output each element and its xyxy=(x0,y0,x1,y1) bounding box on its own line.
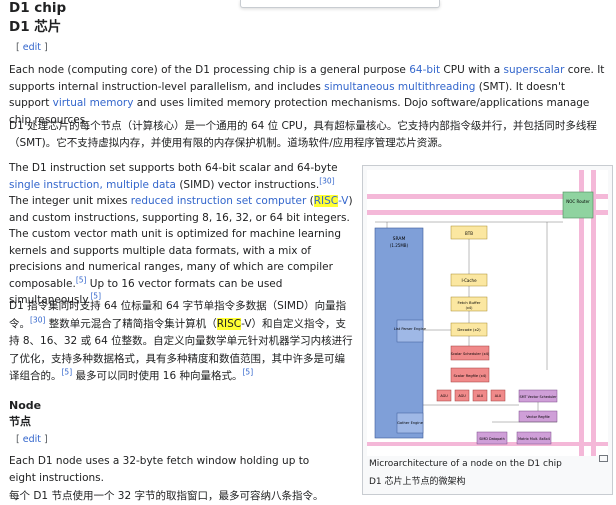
sram-size-label: (1.25MB) xyxy=(390,243,409,248)
bus-vertical-1 xyxy=(579,170,584,456)
text: (SIMD) vector instructions. xyxy=(175,178,320,191)
noc-router-block xyxy=(562,191,594,219)
reference-30[interactable]: [30] xyxy=(319,176,335,185)
bus-horizontal-top xyxy=(367,194,608,199)
agu-label-2: AGU xyxy=(458,394,466,398)
figure-image[interactable]: NOC Router SRAM (1.25MB) List Parser Eng… xyxy=(367,170,608,456)
text: Each node (computing core) of the D1 pro… xyxy=(9,64,410,76)
list-parser-block xyxy=(396,319,424,343)
reference-5-zh[interactable]: [5] xyxy=(61,367,73,377)
paragraph-instruction-set: The D1 instruction set supports both 64-… xyxy=(9,160,354,309)
text: core. It supports internal instruction-l… xyxy=(9,64,605,93)
microarchitecture-diagram: NOC Router SRAM (1.25MB) List Parser Eng… xyxy=(367,170,608,456)
paragraph-node: Each D1 node uses a 32-byte fetch window… xyxy=(9,455,310,484)
gather-label: Gather Engine xyxy=(397,421,424,425)
paragraph-d1-overview-zh: D1 处理芯片的每个节点（计算核心）是一个通用的 64 位 CPU，具有超标量核… xyxy=(9,120,597,149)
section-heading-d1-chip: D1 chip xyxy=(9,0,67,16)
link-64-bit[interactable]: 64-bit xyxy=(409,64,441,76)
vector-regfile-label: Vector Regfile xyxy=(526,415,550,419)
paragraph-instruction-set-zh: D1 指令集同时支持 64 位标量和 64 字节单指令多数据（SIMD）向量指令… xyxy=(9,298,354,386)
scalar-regfile-label: Scalar Regfile (x4) xyxy=(454,374,488,378)
edit-link[interactable]: edit xyxy=(22,42,41,53)
edit-link-node[interactable]: edit xyxy=(22,434,41,445)
text: ( xyxy=(306,195,314,207)
alu-block-2 xyxy=(490,389,506,402)
reference-5[interactable]: [5] xyxy=(75,275,87,284)
scalar-scheduler-block xyxy=(450,345,490,361)
text: -V）和自定义指令，支持 8、16、32 或 64 位整数。自定义向量数学单元针… xyxy=(9,317,353,383)
paragraph-d1-overview: Each node (computing core) of the D1 pro… xyxy=(9,62,607,128)
link-risc[interactable]: reduced instruction set computer xyxy=(130,195,307,207)
alu-block-1 xyxy=(472,389,488,402)
section-heading-node: Node xyxy=(9,399,42,412)
bus-horizontal-top-2 xyxy=(367,210,608,215)
fetch-buffer-sub: (x4) xyxy=(466,306,473,310)
paragraph-node-zh: 每个 D1 节点使用一个 32 字节的取指窗口，最多可容纳八条指令。 xyxy=(9,490,324,502)
text: The integer unit mixes xyxy=(9,195,131,207)
sram-label: SRAM xyxy=(393,236,406,242)
text: (SMT). It doesn't support xyxy=(9,80,565,110)
noc-label: NOC Router xyxy=(566,199,590,204)
edit-section-node: [ edit ] xyxy=(16,434,48,445)
link-virtual-memory[interactable]: virtual memory xyxy=(52,97,134,109)
agu-block-2 xyxy=(454,389,470,402)
text: D1 指令集同时支持 64 位标量和 64 字节单指令多数据（SIMD）向量指令… xyxy=(9,300,347,330)
text: and uses limited memory protection mecha… xyxy=(9,97,590,126)
text: 整数单元混合了精简指令集计算机（ xyxy=(45,317,217,330)
text: CPU with a xyxy=(440,64,504,76)
link-simultaneous-multithreading[interactable]: simultaneous multithreading xyxy=(324,80,476,93)
matrix-mult-block xyxy=(516,431,552,445)
figure-caption-zh: D1 芯片上节点的微架构 xyxy=(369,477,466,487)
gather-block xyxy=(396,412,424,434)
link-risc-v[interactable]: -V xyxy=(338,195,349,207)
text: 最多可以同时使用 16 种向量格式。 xyxy=(72,370,243,382)
matrix-mult-label: Matrix Mult. 8x8x4 xyxy=(518,437,550,441)
alu-label-1: ALU xyxy=(477,394,484,398)
text: ) and custom instructions, supporting 8,… xyxy=(9,195,353,290)
figure-caption: Microarchitecture of a node on the D1 ch… xyxy=(369,459,562,469)
alu-label-2: ALU xyxy=(495,394,502,398)
section-heading-node-zh: 节点 xyxy=(9,415,31,428)
simd-datapath-block xyxy=(476,431,508,445)
simd-datapath-label: SIMD Datapath xyxy=(479,437,505,441)
reference-5-zh-b[interactable]: [5] xyxy=(242,367,254,377)
link-superscalar[interactable]: superscalar xyxy=(503,64,565,76)
scalar-regfile-block xyxy=(450,367,490,383)
edit-section-d1-chip: [ edit ] xyxy=(16,42,48,53)
scalar-scheduler-label: Scalar Scheduler (x4) xyxy=(451,352,490,356)
text: The D1 instruction set supports both 64-… xyxy=(9,162,338,174)
agu-label-1: AGU xyxy=(440,394,448,398)
smt-vector-scheduler-label: SMT Vector Scheduler xyxy=(519,395,557,399)
section-heading-d1-chip-zh: D1 芯片 xyxy=(9,19,62,35)
link-risc-highlight[interactable]: RISC xyxy=(313,195,339,207)
reference-5-b[interactable]: [5] xyxy=(90,291,101,301)
reference-30-zh[interactable]: [30] xyxy=(30,315,46,324)
list-parser-label: List Parser Engine xyxy=(394,327,427,331)
btb-label: BTB xyxy=(465,231,473,236)
risc-highlight-zh: RISC xyxy=(216,317,242,330)
expand-icon[interactable] xyxy=(599,455,608,462)
search-dropdown-edge xyxy=(240,0,440,8)
link-simd[interactable]: single instruction, multiple data xyxy=(9,178,176,191)
bus-vertical-2 xyxy=(591,170,596,456)
decode-label: Decode (x2) xyxy=(457,327,481,332)
text: Up to 16 vector formats can be used simu… xyxy=(9,277,283,307)
fetch-buffer-label: Fetch Buffer xyxy=(457,300,480,305)
icache-label: I-Cache xyxy=(461,278,477,283)
figure-thumbnail: NOC Router SRAM (1.25MB) List Parser Eng… xyxy=(362,165,613,495)
agu-block-1 xyxy=(436,389,452,402)
